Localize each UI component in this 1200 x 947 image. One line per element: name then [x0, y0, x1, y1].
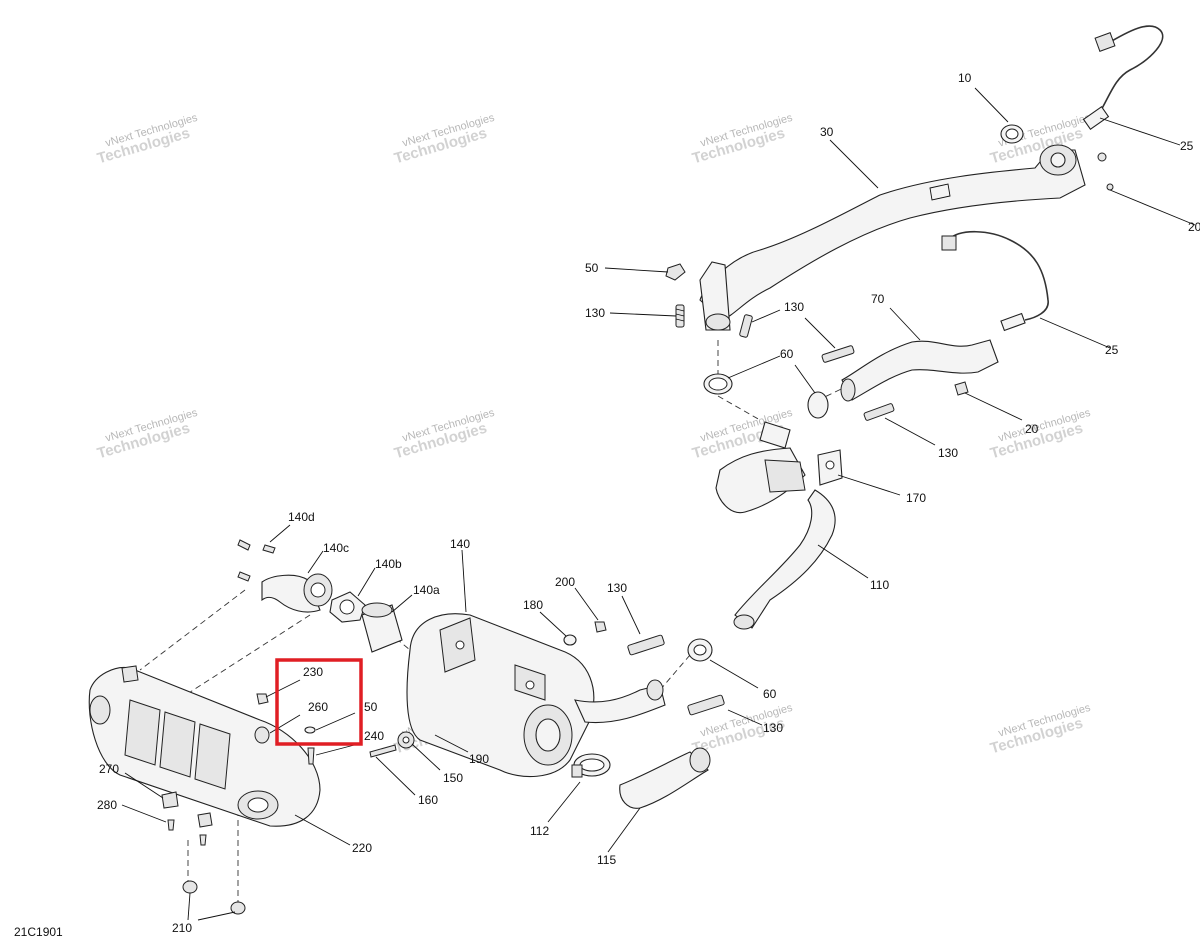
callout-50-upper[interactable]: 50	[585, 261, 599, 275]
callout-140[interactable]: 140	[450, 537, 470, 551]
gasket-60-mid[interactable]	[807, 391, 829, 419]
gasket-140b[interactable]	[329, 591, 366, 623]
oxygen-sensor-upper[interactable]	[1082, 25, 1181, 146]
callout-170[interactable]: 170	[906, 491, 926, 505]
callout-260[interactable]: 260	[308, 700, 328, 714]
muffler-outlet-pipe[interactable]	[574, 679, 666, 724]
assembly-dashed-lines	[139, 340, 861, 905]
callout-140c[interactable]: 140c	[323, 541, 349, 555]
grommet-150[interactable]	[397, 731, 415, 749]
callout-25-lower[interactable]: 25	[1105, 343, 1119, 357]
oxygen-sensor-lower[interactable]	[941, 230, 1049, 332]
callout-labels: 10 25 20 30 50 130 130 70 25 60 20 130 1…	[97, 71, 1200, 935]
heat-shield-220[interactable]	[88, 665, 321, 827]
bolt-240[interactable]	[307, 747, 315, 765]
callout-10[interactable]: 10	[958, 71, 972, 85]
nut-50-upper[interactable]	[665, 263, 686, 281]
spring-130-f[interactable]	[687, 694, 725, 716]
nut-230[interactable]	[256, 693, 269, 705]
pipe-70[interactable]	[840, 339, 999, 402]
callout-160[interactable]: 160	[418, 793, 438, 807]
pipe-110[interactable]	[733, 489, 836, 630]
callout-70[interactable]: 70	[871, 292, 885, 306]
gasket-ring-upper[interactable]	[1000, 124, 1024, 144]
gasket-60-lower[interactable]	[687, 638, 713, 662]
diagram-id: 21C1901	[14, 925, 63, 939]
muffler-140[interactable]	[406, 613, 595, 778]
clip-270[interactable]	[161, 791, 179, 809]
callout-140b[interactable]: 140b	[375, 557, 402, 571]
tail-pipe-115[interactable]	[619, 747, 711, 809]
nut-lower[interactable]	[954, 381, 969, 396]
callout-140a[interactable]: 140a	[413, 583, 440, 597]
callout-130-c[interactable]: 130	[938, 446, 958, 460]
callout-150[interactable]: 150	[443, 771, 463, 785]
callout-50-lower[interactable]: 50	[364, 700, 378, 714]
callout-180[interactable]: 180	[523, 598, 543, 612]
bolts-140d[interactable]	[237, 539, 276, 582]
callout-210[interactable]: 210	[172, 921, 192, 935]
grommet-210-a[interactable]	[182, 880, 198, 894]
callout-20-upper[interactable]: 20	[1188, 220, 1200, 234]
callout-130-a[interactable]: 130	[585, 306, 605, 320]
washer-250[interactable]	[304, 726, 316, 734]
bolt-160[interactable]	[369, 744, 397, 758]
callout-130-b[interactable]: 130	[784, 300, 804, 314]
elbow-pipe-140c[interactable]	[261, 573, 333, 613]
callout-270[interactable]: 270	[99, 762, 119, 776]
clip-lower[interactable]	[197, 812, 213, 846]
callout-20-lower[interactable]: 20	[1025, 422, 1039, 436]
callout-25-upper[interactable]: 25	[1180, 139, 1194, 153]
callout-110[interactable]: 110	[870, 578, 889, 592]
grommet-210-b[interactable]	[230, 901, 246, 915]
callout-30[interactable]: 30	[820, 125, 834, 139]
callout-130-e[interactable]: 130	[763, 721, 783, 735]
perforated-insert-140a[interactable]	[361, 602, 403, 653]
nut-upper[interactable]	[1097, 152, 1114, 191]
callout-200[interactable]: 200	[555, 575, 575, 589]
callout-60-lower[interactable]: 60	[763, 687, 777, 701]
callout-190[interactable]: 190	[469, 752, 489, 766]
header-pipe[interactable]	[699, 144, 1086, 331]
screw-280[interactable]	[167, 819, 175, 831]
callout-115[interactable]: 115	[597, 853, 616, 867]
washer-180[interactable]	[563, 634, 577, 646]
callout-230[interactable]: 230	[303, 665, 323, 679]
spring-130-a[interactable]	[675, 304, 685, 328]
spring-130-d[interactable]	[863, 403, 895, 421]
callout-240[interactable]: 240	[364, 729, 384, 743]
clamp-112[interactable]	[571, 753, 611, 778]
spring-130-b[interactable]	[739, 314, 753, 338]
highlight-box	[275, 658, 363, 746]
leader-lines	[121, 87, 1196, 921]
spring-130-c[interactable]	[821, 345, 855, 363]
spacer-260[interactable]	[254, 726, 270, 744]
callout-280[interactable]: 280	[97, 798, 117, 812]
callout-112[interactable]: 112	[530, 824, 549, 838]
y-pipe-manifold[interactable]	[715, 421, 806, 514]
callout-140d[interactable]: 140d	[288, 510, 315, 524]
spring-130-e[interactable]	[627, 634, 665, 656]
callout-60-upper[interactable]: 60	[780, 347, 794, 361]
nut-200[interactable]	[594, 621, 607, 633]
bracket-170[interactable]	[817, 449, 843, 486]
callout-130-d[interactable]: 130	[607, 581, 627, 595]
callout-220[interactable]: 220	[352, 841, 372, 855]
gasket-60-upper[interactable]	[703, 373, 733, 395]
